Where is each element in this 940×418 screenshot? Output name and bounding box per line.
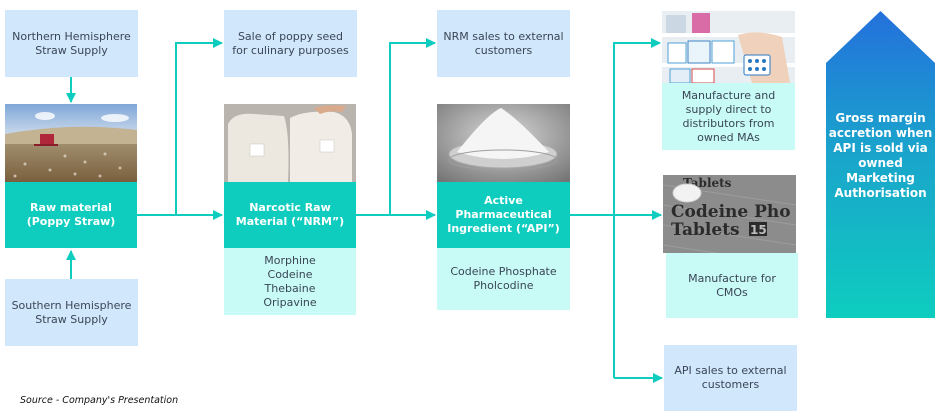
api-product: Pholcodine [473, 279, 534, 292]
api-powder-photo [437, 104, 570, 182]
codeine-tablets-photo: Tablets Codeine Pho Tablets 15 [663, 175, 796, 253]
nrm-box: Narcotic Raw Material (“NRM”) [224, 182, 356, 248]
nrm-sales-box: NRM sales to external customers [437, 10, 570, 77]
connector-raw-to-poppy-seed [175, 38, 223, 215]
south-supply-box: Southern Hemisphere Straw Supply [5, 279, 138, 346]
nrm-products-box: Morphine Codeine Thebaine Oripavine [224, 248, 356, 315]
connector-nrm-to-nrm-sales [389, 38, 436, 215]
api-sales-box: API sales to external customers [664, 345, 797, 411]
owned-ma-box: Manufacture and supply direct to distrib… [662, 83, 795, 150]
raw-material-box: Raw material (Poppy Straw) [5, 182, 137, 248]
poppy-field-photo [5, 104, 137, 182]
api-box: Active Pharmaceutical Ingredient (“API”) [437, 182, 570, 248]
api-product: Codeine Phosphate [450, 265, 557, 278]
svg-text:15: 15 [750, 223, 767, 237]
nrm-bags-photo [224, 104, 356, 182]
svg-text:Codeine Pho: Codeine Pho [671, 202, 791, 222]
source-note: Source - Company's Presentation [20, 395, 179, 406]
nrm-product: Thebaine [264, 281, 316, 295]
nrm-product: Codeine [267, 267, 313, 281]
api-products-box: Codeine Phosphate Pholcodine [437, 248, 570, 310]
cmo-box: Manufacture for CMOs [666, 253, 798, 318]
connector-api-to-owned-ma [613, 38, 661, 378]
nrm-product: Morphine [264, 253, 316, 267]
gross-margin-arrow: Gross margin accretion when API is sold … [826, 11, 935, 318]
poppy-seed-sale-box: Sale of poppy seed for culinary purposes [224, 10, 357, 77]
svg-text:Tablets: Tablets [671, 220, 740, 240]
pharmacy-shelf-photo [662, 11, 795, 83]
north-supply-box: Northern Hemisphere Straw Supply [5, 10, 138, 77]
gross-margin-text: Gross margin accretion when API is sold … [828, 111, 933, 200]
nrm-product: Oripavine [263, 295, 317, 309]
